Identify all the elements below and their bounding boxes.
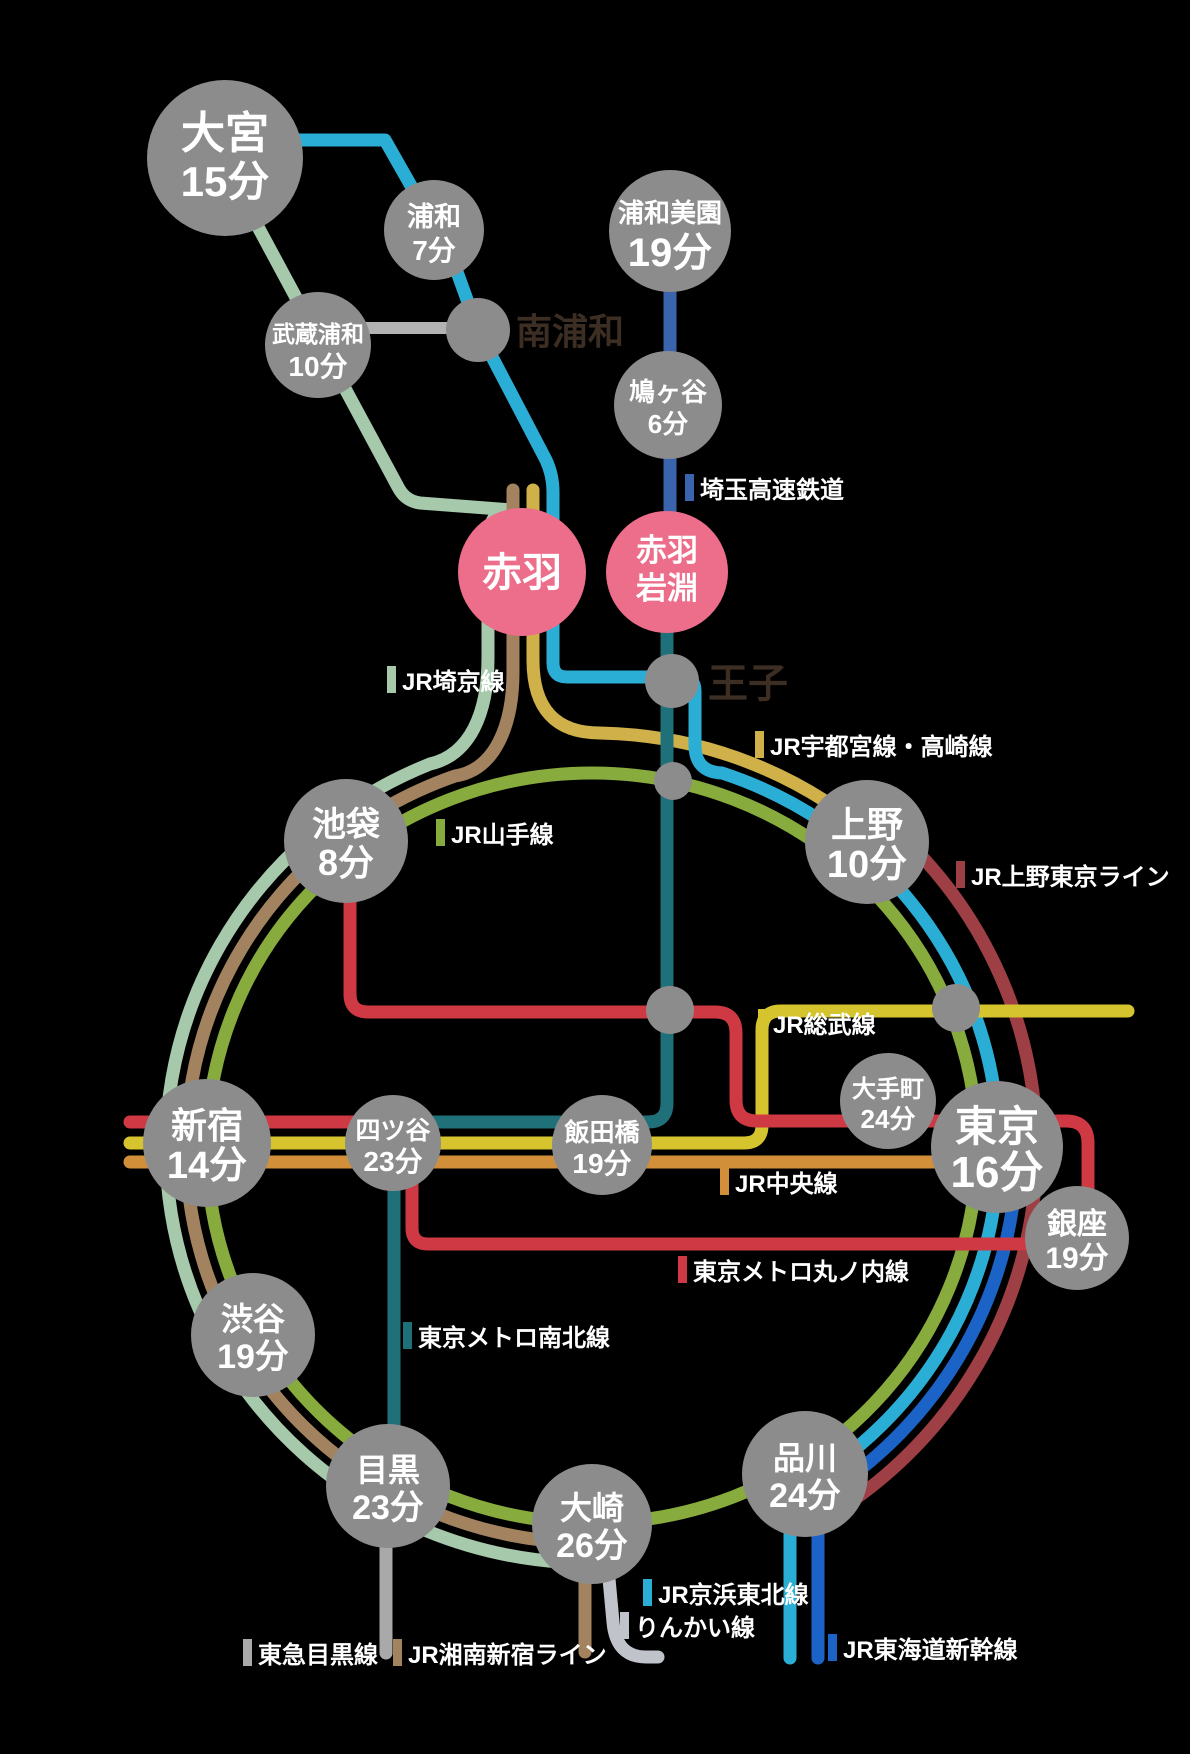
- legend-tick-sobu: [758, 1009, 767, 1036]
- station-iidabashi-time: 19分: [572, 1148, 631, 1179]
- station-ueno-circle: [805, 780, 929, 904]
- station-shibuya-name: 渋谷: [221, 1301, 285, 1337]
- station-urawa-circle: [384, 180, 484, 280]
- legend-tick-yamanote: [436, 819, 445, 846]
- station-ikebukuro-circle: [284, 779, 408, 903]
- junction-minami-urawa-dot: [446, 298, 510, 362]
- station-hatogaya-name: 鳩ヶ谷: [629, 377, 708, 407]
- station-ueno-time: 10分: [827, 844, 907, 886]
- waypoint-minami-urawa-label: 南浦和: [516, 311, 624, 352]
- station-urawa-time: 7分: [412, 235, 456, 266]
- station-omiya-time: 15分: [181, 158, 270, 205]
- station-shinjuku-time: 14分: [167, 1145, 247, 1187]
- station-ginza-name: 銀座: [1047, 1207, 1107, 1241]
- station-urawa-name: 浦和: [407, 201, 461, 232]
- station-urawa-misono-time: 19分: [628, 231, 713, 275]
- station-iidabashi-name: 飯田橋: [563, 1118, 640, 1147]
- station-meguro-circle: [326, 1424, 450, 1548]
- legend-label-namboku: 東京メトロ南北線: [418, 1324, 610, 1352]
- station-tokyo-circle: [931, 1081, 1063, 1213]
- legend-label-tokyu-meguro: 東急目黒線: [258, 1641, 378, 1669]
- station-musashi-urawa-name: 武蔵浦和: [272, 321, 364, 347]
- station-akabane-iwabuchi-name-line1: 赤羽: [636, 533, 698, 568]
- station-iidabashi-circle: [552, 1095, 652, 1195]
- station-ikebukuro-time: 8分: [318, 842, 374, 883]
- legend-tick-saitama-railway: [685, 474, 694, 501]
- legend-label-tokaido-shinkansen: JR東海道新幹線: [843, 1636, 1018, 1664]
- station-otemachi-time: 24分: [861, 1104, 916, 1134]
- station-yotsuya-time: 23分: [363, 1146, 422, 1177]
- legend-label-utsunomiya-takasaki: JR宇都宮線・高崎線: [770, 733, 993, 761]
- legend-label-chuo: JR中央線: [735, 1170, 838, 1198]
- station-akabane-name: 赤羽: [482, 551, 562, 595]
- station-osaki-time: 26分: [556, 1527, 628, 1565]
- station-akabane-circle: [458, 508, 586, 636]
- legend-tick-keihin-tohoku: [643, 1579, 652, 1606]
- station-yotsuya-name: 四ツ谷: [355, 1117, 431, 1145]
- legend-label-keihin-tohoku: JR京浜東北線: [658, 1581, 809, 1609]
- legend-label-marunouchi: 東京メトロ丸ノ内線: [693, 1258, 909, 1286]
- station-otemachi-name: 大手町: [852, 1075, 924, 1103]
- legend-label-ueno-tokyo: JR上野東京ライン: [971, 863, 1170, 891]
- station-ginza-time: 19分: [1045, 1242, 1108, 1275]
- station-shibuya-time: 19分: [217, 1338, 289, 1376]
- line-sobu: [123, 1004, 1135, 1150]
- station-meguro-time: 23分: [352, 1489, 424, 1527]
- station-urawa-misono-name: 浦和美園: [618, 198, 722, 228]
- station-shinagawa-name: 品川: [773, 1440, 837, 1476]
- station-meguro-name: 目黒: [356, 1452, 420, 1488]
- station-akabane-iwabuchi-circle: [606, 511, 728, 633]
- junction-oji-dot: [645, 654, 699, 708]
- legend-tick-saikyo: [387, 666, 396, 693]
- station-osaki-name: 大崎: [560, 1490, 624, 1526]
- legend-tick-ueno-tokyo: [956, 861, 965, 888]
- station-hatogaya-time: 6分: [648, 409, 688, 439]
- legend-tick-namboku: [403, 1322, 412, 1349]
- legend-label-rinkai: りんかい線: [635, 1614, 755, 1642]
- legend-label-saitama-railway: 埼玉高速鉄道: [700, 476, 844, 504]
- junction-akihabara-dot: [932, 984, 980, 1032]
- station-shibuya-circle: [191, 1273, 315, 1397]
- station-otemachi-circle: [840, 1053, 936, 1149]
- station-ginza-circle: [1025, 1186, 1129, 1290]
- station-shinagawa-circle: [742, 1411, 868, 1537]
- station-urawa-misono-circle: [609, 170, 731, 292]
- station-omiya-name: 大宮: [181, 109, 269, 158]
- station-akabane-iwabuchi-name-line2: 岩淵: [635, 571, 698, 606]
- legend-tick-chuo: [720, 1168, 729, 1195]
- station-musashi-urawa-circle: [265, 292, 371, 398]
- station-tokyo-name: 東京: [955, 1103, 1039, 1150]
- junction-korakuen-dot: [646, 986, 694, 1034]
- station-shinjuku-circle: [143, 1079, 271, 1207]
- line-keihin-tohoku: [233, 133, 1006, 1665]
- legend-tick-utsunomiya-takasaki: [755, 731, 764, 758]
- waypoint-oji-label: 王子: [708, 662, 788, 706]
- legend-label-shonan-shinjuku: JR湘南新宿ライン: [408, 1641, 607, 1669]
- station-omiya-circle: [147, 80, 303, 236]
- legend-label-saikyo: JR埼京線: [402, 668, 505, 696]
- station-tokyo-time: 16分: [951, 1148, 1044, 1197]
- legend-tick-tokyu-meguro: [243, 1639, 252, 1666]
- station-shinagawa-time: 24分: [769, 1477, 841, 1515]
- station-ueno-name: 上野: [831, 804, 903, 845]
- station-osaki-circle: [532, 1464, 652, 1584]
- station-musashi-urawa-time: 10分: [288, 351, 347, 382]
- station-hatogaya-circle: [614, 351, 722, 459]
- legend-tick-shonan-shinjuku: [393, 1639, 402, 1666]
- line-rinkai: [601, 1561, 665, 1664]
- junction-komagome-dot: [654, 762, 692, 800]
- legend-label-sobu: JR総武線: [773, 1011, 876, 1039]
- station-ikebukuro-name: 池袋: [312, 806, 380, 844]
- legend-label-yamanote: JR山手線: [451, 821, 554, 849]
- station-shinjuku-name: 新宿: [171, 1105, 243, 1146]
- station-yotsuya-circle: [345, 1095, 441, 1191]
- legend-tick-rinkai: [620, 1612, 629, 1639]
- line-utsunomiya-takasaki: [526, 483, 887, 850]
- legend-tick-tokaido-shinkansen: [828, 1634, 837, 1661]
- legend-tick-marunouchi: [678, 1256, 687, 1283]
- line-marunouchi: [123, 871, 1095, 1251]
